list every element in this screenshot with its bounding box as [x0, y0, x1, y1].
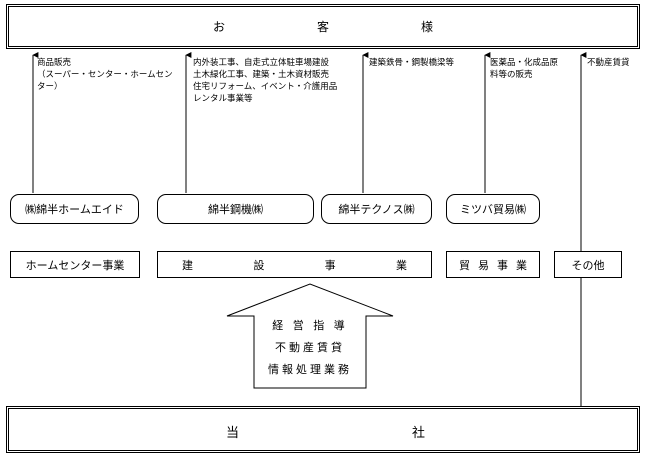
segment-trade: 貿 易 事 業	[446, 251, 540, 278]
segment-trade-char4: 業	[516, 258, 527, 272]
subsidiary-mitsuba-label: ミツバ貿易㈱	[460, 203, 526, 216]
annotation-construction-line4: レンタル事業等	[193, 94, 253, 104]
customer-label-char3: 様	[420, 20, 433, 34]
center-arrow-text: 経 営 指 導 不動産賃貸 情報処理業務	[254, 315, 366, 381]
company-label-char1: 当	[226, 426, 240, 441]
segment-construction-char4: 業	[395, 258, 407, 272]
segment-other: その他	[554, 251, 622, 278]
subsidiary-home-aid: ㈱綿半ホームエイド	[10, 194, 139, 224]
segment-home-center-label: ホームセンター事業	[25, 258, 125, 272]
subsidiary-technos-label: 綿半テクノス㈱	[338, 203, 415, 216]
company-label-char2: 社	[412, 426, 426, 441]
annotation-trade-line1: 医薬品・化成品原	[490, 58, 559, 68]
customer-label-char1: お	[213, 20, 226, 34]
segment-trade-char2: 易	[478, 258, 489, 272]
annotation-technos-line1: 建築鉄骨・鋼製橋梁等	[369, 58, 455, 68]
annotation-construction-line2: 土木緑化工事、建築・土木資材販売	[193, 70, 330, 80]
annotation-technos: 建築鉄骨・鋼製橋梁等	[369, 57, 454, 69]
segment-construction-char2: 設	[253, 258, 265, 272]
subsidiary-mitsuba: ミツバ貿易㈱	[446, 194, 540, 224]
segment-trade-char1: 貿	[459, 258, 470, 272]
center-arrow-line1: 経 営 指 導	[272, 319, 348, 332]
subsidiary-technos: 綿半テクノス㈱	[321, 194, 432, 224]
annotation-other-line1: 不動産賃貸	[587, 58, 630, 68]
center-arrow-shape	[226, 283, 394, 389]
center-arrow-line2: 不動産賃貸	[275, 341, 345, 354]
segment-construction-char1: 建	[182, 258, 193, 272]
subsidiary-koki-label: 綿半鋼機㈱	[208, 203, 263, 216]
annotation-home-line2: （スーパー・センター・ホームセン	[37, 70, 173, 80]
annotation-trade-line2: 料等の販売	[490, 70, 533, 80]
annotation-other: 不動産賃貸	[587, 57, 630, 69]
annotation-trade: 医薬品・化成品原 料等の販売	[490, 57, 558, 81]
annotation-construction: 内外装工事、自走式立体駐車場建設 土木緑化工事、建築・土木資材販売 住宅リフォー…	[193, 57, 337, 105]
annotation-construction-line3: 住宅リフォーム、イベント・介護用品	[193, 82, 338, 92]
segment-construction-char3: 事	[324, 258, 336, 272]
annotation-home-line1: 商品販売	[37, 58, 72, 68]
company-box: 当 社	[6, 406, 640, 453]
subsidiary-home-aid-label: ㈱綿半ホームエイド	[25, 203, 124, 216]
segment-home-center: ホームセンター事業	[10, 251, 140, 278]
customer-label-char2: 客	[316, 20, 329, 34]
subsidiary-koki: 綿半鋼機㈱	[157, 194, 314, 224]
segment-other-label: その他	[571, 258, 605, 272]
center-arrow-line3: 情報処理業務	[268, 363, 352, 376]
annotation-home-line3: ター）	[37, 82, 63, 92]
segment-trade-char3: 事	[497, 258, 508, 272]
segment-construction: 建 設 事 業	[157, 251, 432, 278]
annotation-home: 商品販売 （スーパー・センター・ホームセン ター）	[37, 57, 173, 93]
customer-box: お 客 様	[6, 4, 640, 49]
annotation-construction-line1: 内外装工事、自走式立体駐車場建設	[193, 58, 330, 68]
